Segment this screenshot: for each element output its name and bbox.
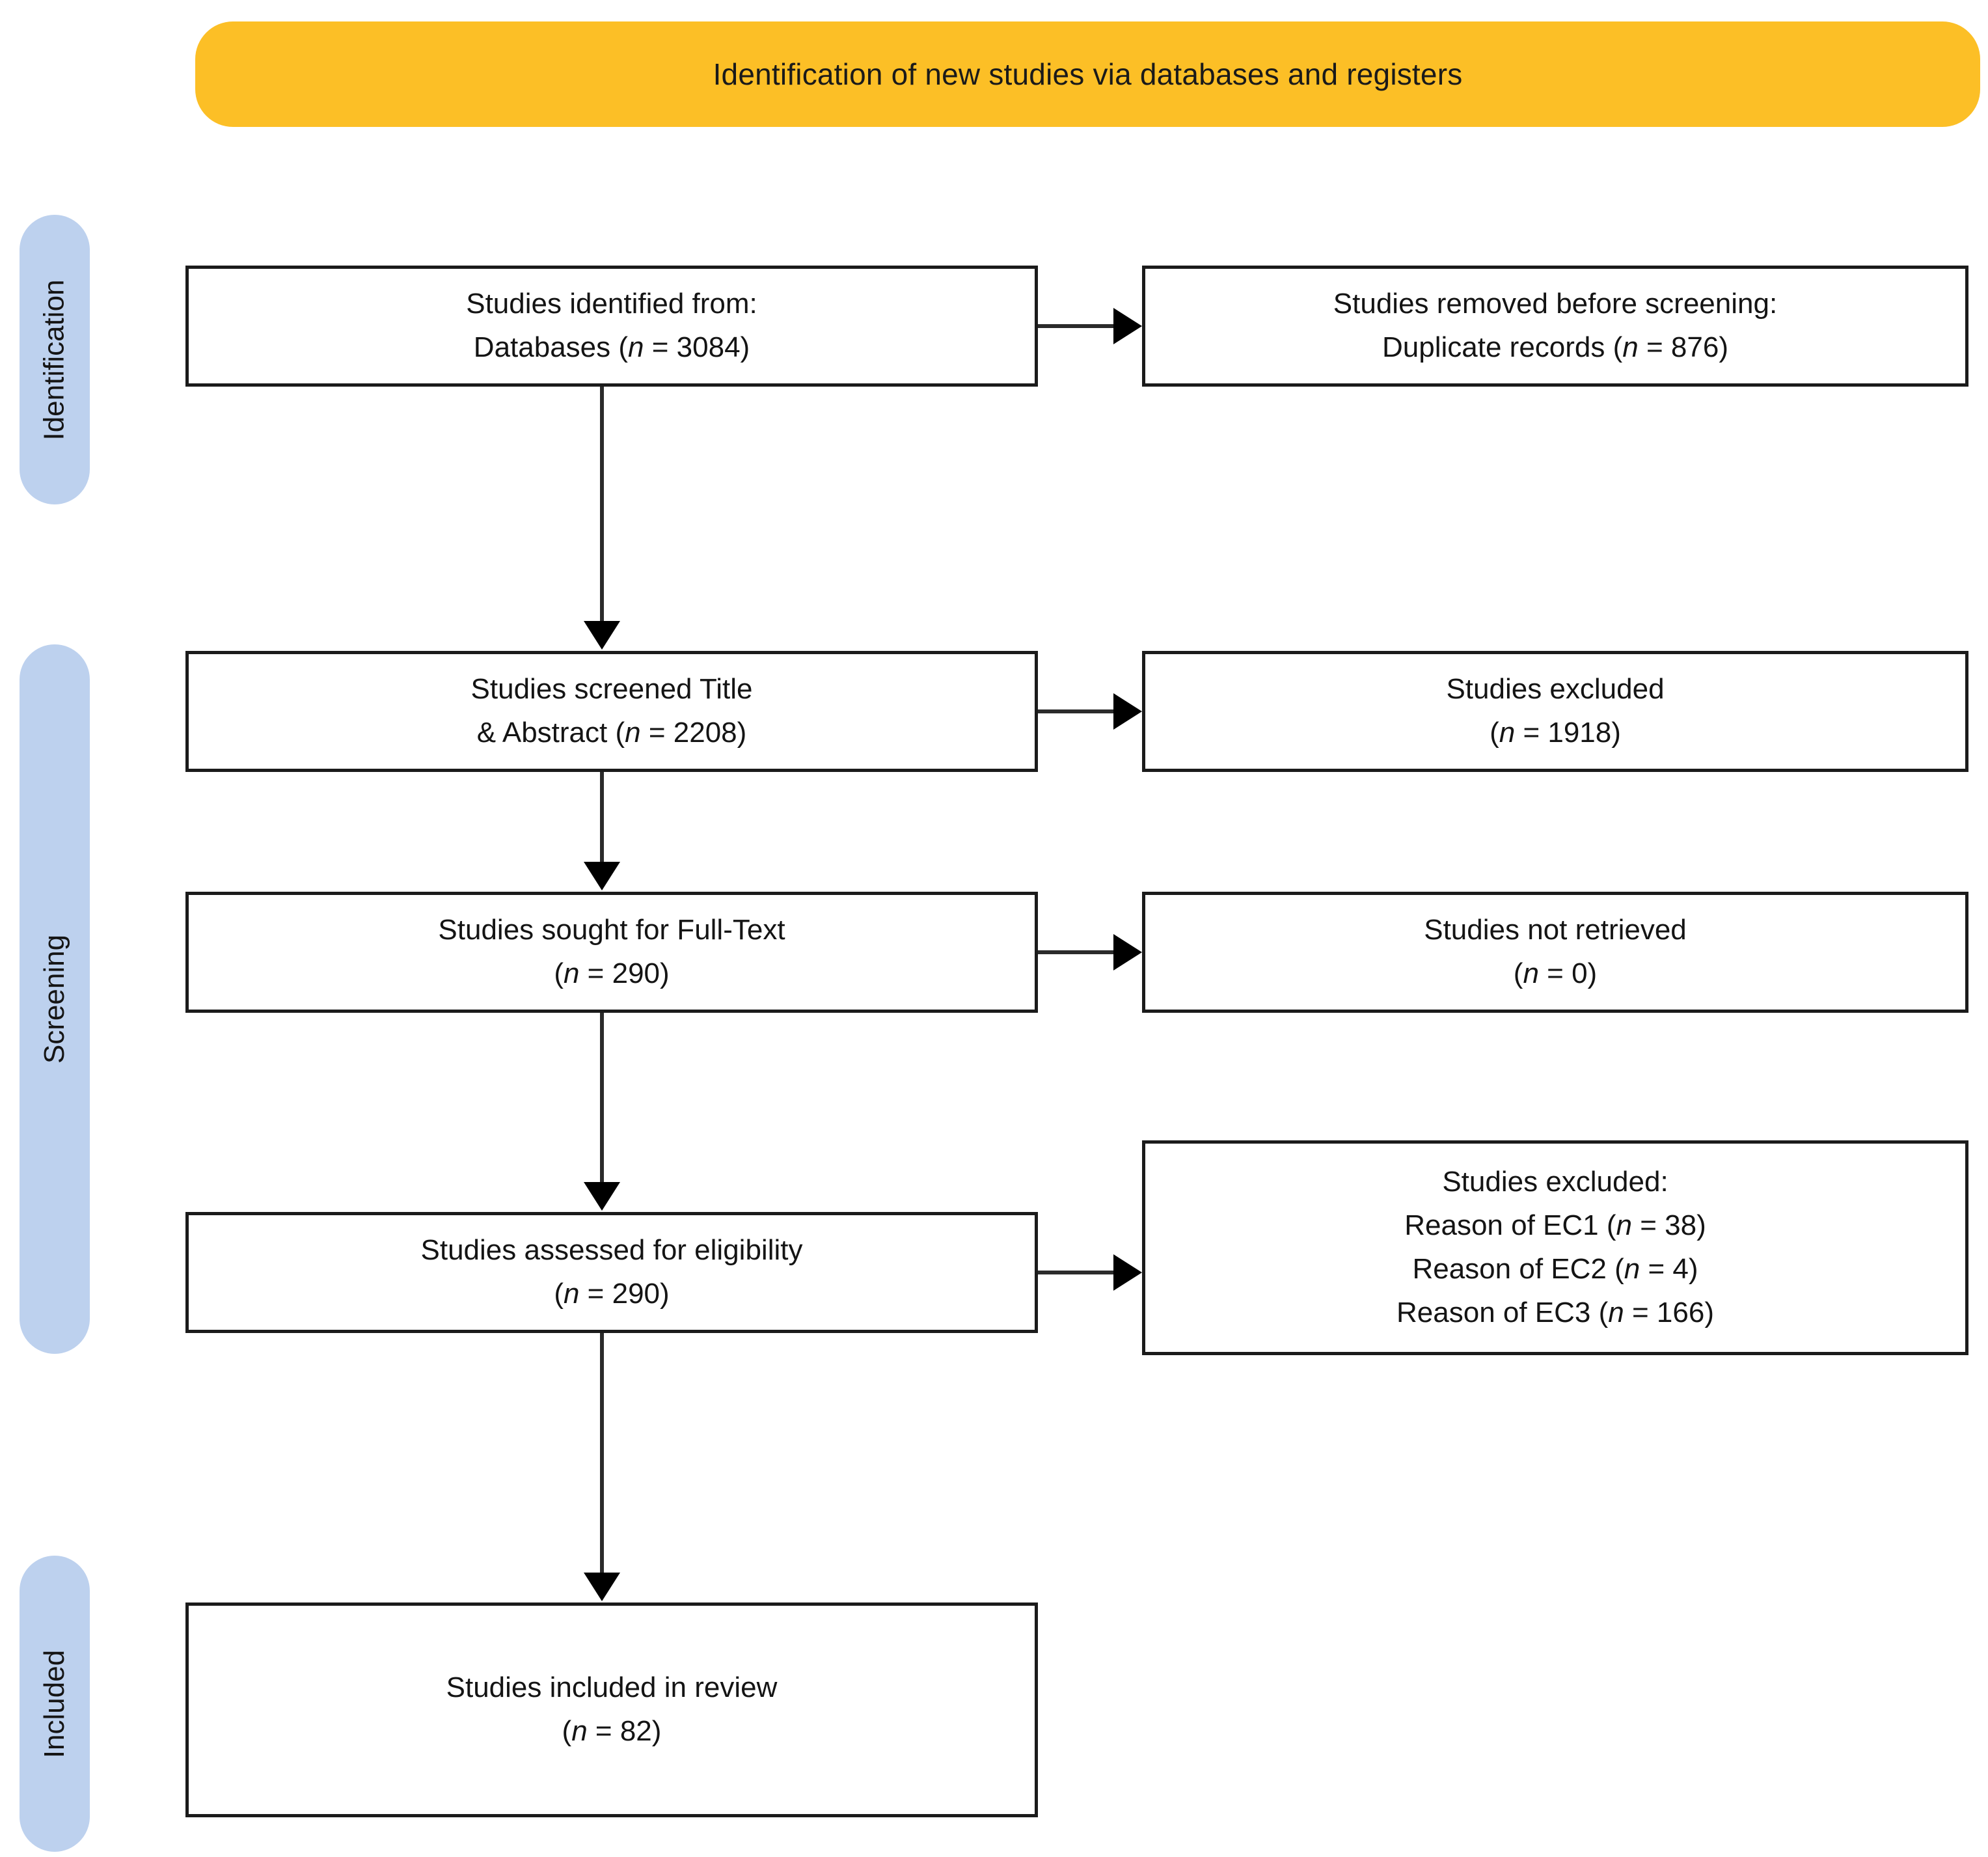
arrowhead-right-icon — [1113, 693, 1142, 730]
sidebar-label-screening: Screening — [38, 934, 71, 1064]
sidebar-label-identification: Identification — [38, 279, 70, 441]
node-line: Studies excluded — [1446, 673, 1665, 706]
node-line: Studies assessed for eligibility — [420, 1234, 803, 1267]
node-line: Studies included in review — [446, 1671, 778, 1704]
node-line: (n = 290) — [554, 1278, 670, 1310]
node-line: Studies screened Title — [470, 673, 753, 706]
arrowhead-right-icon — [1113, 1254, 1142, 1291]
banner-title: Identification of new studies via databa… — [713, 57, 1463, 91]
node-line: Studies excluded: — [1442, 1166, 1668, 1198]
node-line: Reason of EC1 (n = 38) — [1404, 1209, 1706, 1242]
node-line: (n = 1918) — [1490, 717, 1621, 749]
node-studies-identified: Studies identified from: Databases (n = … — [185, 266, 1038, 387]
node-studies-assessed-eligibility: Studies assessed for eligibility (n = 29… — [185, 1212, 1038, 1333]
node-line: Databases (n = 3084) — [473, 331, 750, 363]
node-line: Reason of EC2 (n = 4) — [1412, 1253, 1698, 1285]
node-studies-included-review: Studies included in review (n = 82) — [185, 1603, 1038, 1817]
node-line: Duplicate records (n = 876) — [1382, 331, 1728, 363]
node-studies-screened: Studies screened Title & Abstract (n = 2… — [185, 651, 1038, 772]
node-line: Studies removed before screening: — [1333, 288, 1778, 320]
arrowhead-down-icon — [584, 862, 620, 890]
node-line: (n = 82) — [562, 1715, 662, 1747]
node-studies-not-retrieved: Studies not retrieved (n = 0) — [1142, 892, 1968, 1013]
node-studies-sought-fulltext: Studies sought for Full-Text (n = 290) — [185, 892, 1038, 1013]
arrowhead-down-icon — [584, 621, 620, 650]
node-line: (n = 0) — [1513, 957, 1598, 989]
node-line: Studies sought for Full-Text — [438, 914, 785, 946]
connector-sought-to-assessed — [600, 1013, 604, 1183]
arrowhead-right-icon — [1113, 934, 1142, 970]
node-line: Studies identified from: — [466, 288, 757, 320]
arrowhead-down-icon — [584, 1182, 620, 1211]
arrowhead-right-icon — [1113, 308, 1142, 344]
node-studies-removed: Studies removed before screening: Duplic… — [1142, 266, 1968, 387]
header-banner: Identification of new studies via databa… — [195, 21, 1980, 127]
sidebar-item-identification: Identification — [20, 215, 90, 504]
arrowhead-down-icon — [584, 1573, 620, 1601]
node-line: & Abstract (n = 2208) — [476, 717, 747, 749]
node-line: (n = 290) — [554, 957, 670, 989]
connector-sought-to-not-retrieved — [1038, 950, 1115, 954]
sidebar-label-included: Included — [38, 1649, 71, 1758]
sidebar-item-included: Included — [20, 1556, 90, 1852]
node-studies-excluded-title-abstract: Studies excluded (n = 1918) — [1142, 651, 1968, 772]
connector-screened-to-excluded — [1038, 709, 1115, 713]
node-line: Studies not retrieved — [1424, 914, 1687, 946]
connector-identified-to-removed — [1038, 324, 1115, 328]
connector-identified-to-screened — [600, 387, 604, 622]
node-studies-excluded-reasons: Studies excluded: Reason of EC1 (n = 38)… — [1142, 1140, 1968, 1355]
connector-screened-to-sought — [600, 772, 604, 863]
node-line: Reason of EC3 (n = 166) — [1396, 1296, 1714, 1328]
connector-assessed-to-included — [600, 1333, 604, 1574]
sidebar-item-screening: Screening — [20, 644, 90, 1354]
connector-assessed-to-excluded-reasons — [1038, 1271, 1115, 1274]
